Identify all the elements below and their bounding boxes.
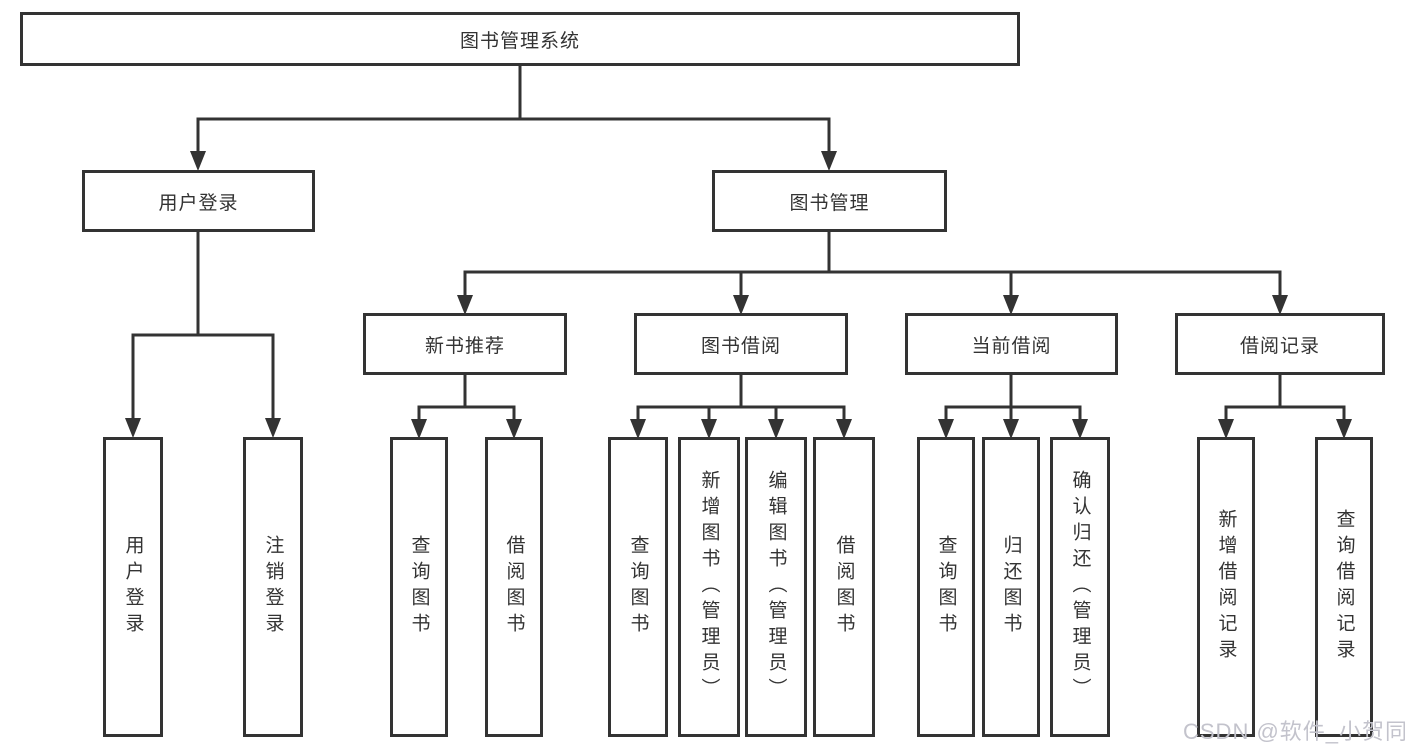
- node-label: 图书管理系统: [459, 30, 580, 52]
- node-current-borrowing: 当前借阅: [905, 313, 1118, 375]
- leaf-query-books-borrow: 查询图书: [608, 437, 668, 737]
- node-label: 查询图书: [408, 535, 430, 639]
- node-label: 编辑图书（管理员）: [765, 470, 787, 704]
- node-label: 确认归还（管理员）: [1069, 470, 1091, 704]
- leaf-user-login: 用户登录: [103, 437, 163, 737]
- leaf-add-borrow-record: 新增借阅记录: [1197, 437, 1255, 737]
- node-label: 新增借阅记录: [1215, 509, 1237, 665]
- node-label: 当前借阅: [971, 335, 1052, 357]
- leaf-query-borrow-record: 查询借阅记录: [1315, 437, 1373, 737]
- node-label: 查询借阅记录: [1333, 509, 1355, 665]
- node-label: 借阅图书: [833, 535, 855, 639]
- node-label: 图书管理: [789, 192, 870, 214]
- leaf-confirm-return-admin: 确认归还（管理员）: [1050, 437, 1110, 737]
- leaf-borrow-books: 借阅图书: [813, 437, 875, 737]
- leaf-return-books: 归还图书: [982, 437, 1040, 737]
- node-label: 新增图书（管理员）: [698, 470, 720, 704]
- node-label: 借阅图书: [503, 535, 525, 639]
- leaf-query-books-current: 查询图书: [917, 437, 975, 737]
- node-label: 归还图书: [1000, 535, 1022, 639]
- leaf-borrow-books-recommend: 借阅图书: [485, 437, 543, 737]
- node-user-login: 用户登录: [82, 170, 315, 232]
- node-label: 借阅记录: [1239, 335, 1320, 357]
- node-label: 用户登录: [122, 535, 144, 639]
- node-book-management: 图书管理: [712, 170, 947, 232]
- node-label: 用户登录: [158, 192, 239, 214]
- leaf-query-books-recommend: 查询图书: [390, 437, 448, 737]
- node-new-book-recommendation: 新书推荐: [363, 313, 567, 375]
- node-book-borrowing: 图书借阅: [634, 313, 848, 375]
- node-library-management-system: 图书管理系统: [20, 12, 1020, 66]
- csdn-watermark: CSDN @软件_小贺同学: [1183, 719, 1405, 744]
- node-label: 查询图书: [627, 535, 649, 639]
- leaf-edit-book-admin: 编辑图书（管理员）: [745, 437, 807, 737]
- node-borrowing-records: 借阅记录: [1175, 313, 1385, 375]
- node-label: 新书推荐: [424, 335, 505, 357]
- node-label: 图书借阅: [700, 335, 781, 357]
- leaf-logout: 注销登录: [243, 437, 303, 737]
- node-label: 注销登录: [262, 535, 284, 639]
- node-label: 查询图书: [935, 535, 957, 639]
- leaf-add-book-admin: 新增图书（管理员）: [678, 437, 740, 737]
